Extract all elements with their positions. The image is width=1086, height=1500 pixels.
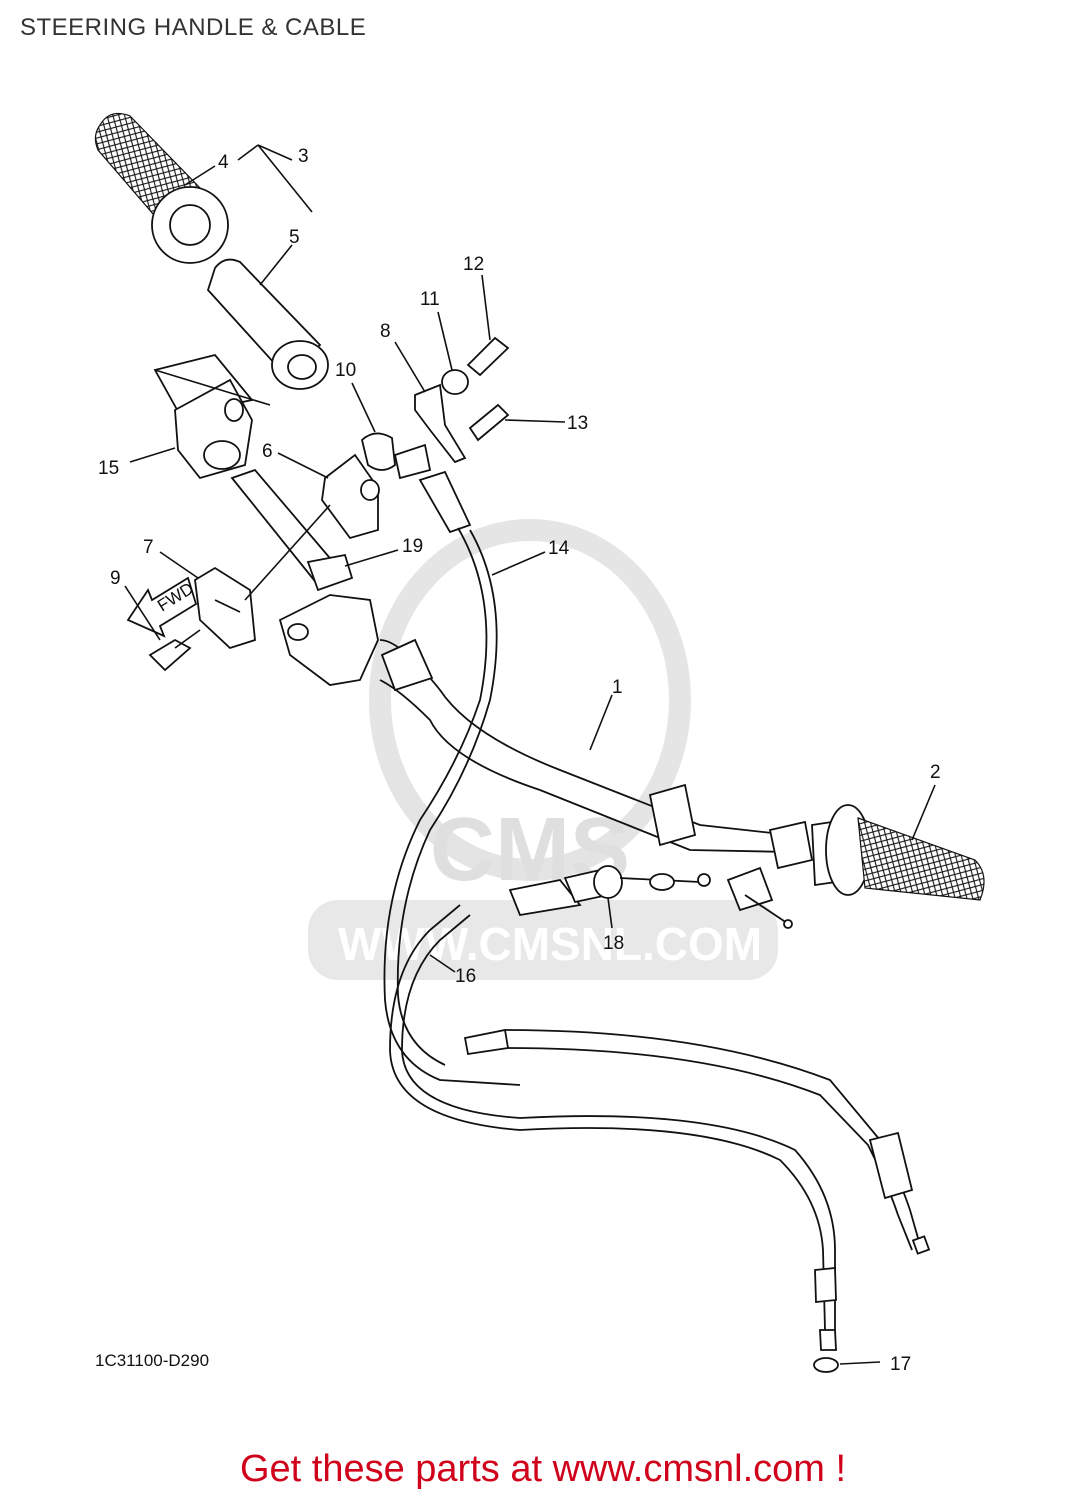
- callout-labels: 1 2 3 4 5 6 7 8 9 10 11 12 13 14 15 16 1…: [98, 146, 941, 1375]
- clutch-lever-assembly: [726, 866, 793, 929]
- callout-15: 15: [98, 458, 119, 479]
- parts-diagram: CMS WWW.CMSNL.COM: [94, 112, 985, 1375]
- callout-10: 10: [335, 360, 356, 381]
- right-grip: [768, 804, 985, 901]
- callout-14: 14: [548, 538, 570, 559]
- callout-1: 1: [612, 677, 623, 698]
- watermark: CMS WWW.CMSNL.COM: [308, 519, 778, 980]
- handlebar: [379, 638, 791, 853]
- left-grip: [94, 112, 229, 264]
- callout-16: 16: [455, 966, 476, 987]
- leader-lines: [124, 144, 936, 1365]
- callout-3: 3: [298, 146, 309, 167]
- footer-link[interactable]: Get these parts at www.cmsnl.com !: [239, 1448, 847, 1490]
- callout-11: 11: [420, 289, 440, 310]
- o-ring: [813, 1357, 839, 1373]
- throttle-housing: [153, 353, 254, 480]
- callout-6: 6: [262, 441, 273, 462]
- callout-2: 2: [930, 762, 941, 783]
- lower-cap: [194, 566, 256, 650]
- watermark-url: WWW.CMSNL.COM: [338, 918, 762, 970]
- callout-17: 17: [890, 1354, 911, 1375]
- callout-18: 18: [603, 933, 624, 954]
- bolt-9: [148, 629, 201, 672]
- clutch-perch: [278, 594, 379, 686]
- callout-9: 9: [110, 568, 121, 589]
- small-parts: [361, 336, 510, 480]
- diagram-title: STEERING HANDLE & CABLE: [20, 14, 367, 41]
- callout-19: 19: [402, 536, 423, 557]
- cable-adjuster: [508, 865, 711, 917]
- callout-4: 4: [218, 152, 229, 173]
- callout-5: 5: [289, 227, 300, 248]
- callout-8: 8: [380, 321, 391, 342]
- throttle-cable-return: [389, 904, 931, 1351]
- diagram-code: 1C31100-D290: [95, 1351, 209, 1370]
- callout-13: 13: [567, 413, 588, 434]
- throttle-sleeve: [206, 258, 329, 390]
- callout-12: 12: [463, 254, 484, 275]
- cable-guide: [321, 453, 380, 540]
- callout-7: 7: [143, 537, 154, 558]
